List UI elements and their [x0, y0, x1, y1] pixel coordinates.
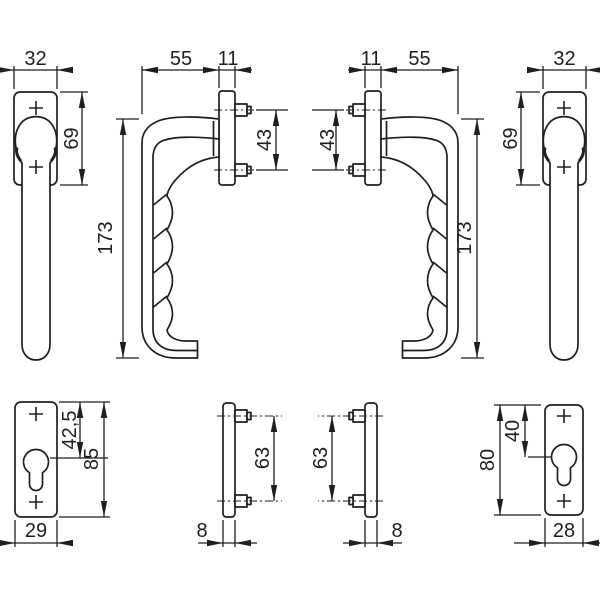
dimension-grip-depth-and-thickness: 55 11	[141, 48, 252, 114]
dim-label-plate-thickness-left: 11	[218, 48, 239, 70]
dim-label-esc-screw-spacing-right: 63	[310, 447, 332, 469]
dim-label-cylinder-offset-left: 42,5	[59, 411, 81, 450]
figure-handle-front-right: 32 69 173	[454, 48, 600, 361]
dimension-cylinder-offset: 40	[494, 404, 551, 458]
dim-label-handle-length-left: 173	[95, 221, 117, 254]
dimension-screw-spacing: 43	[254, 109, 288, 171]
dim-label-esc-width-left: 29	[25, 520, 47, 542]
dim-label-esc-screw-spacing-left: 63	[252, 447, 274, 469]
mirrored-handle-side	[341, 90, 459, 359]
figure-handle-side-right: 11 55 43	[312, 48, 459, 359]
dimension-plate-width: 32	[0, 48, 73, 89]
euro-cylinder-keyhole	[22, 448, 50, 492]
dimension-thickness-and-grip-depth: 11 55	[348, 48, 459, 114]
figure-escutcheon-side-left: 63 8	[196, 402, 283, 547]
dim-label-esc-height-left: 85	[81, 448, 103, 470]
dimension-screw-spacing: 63	[252, 416, 278, 501]
dim-label-plate-width-left: 32	[24, 48, 46, 70]
dimension-plate-height: 80	[477, 405, 541, 516]
dimension-plate-width: 29	[0, 520, 73, 547]
dim-label-plate-thickness-right: 11	[361, 48, 382, 70]
dim-label-cylinder-offset-right: 40	[502, 420, 524, 442]
dim-label-screw-spacing-left: 43	[254, 129, 276, 151]
mirrored-handle-front	[542, 91, 587, 361]
dim-label-plate-height-left: 69	[61, 127, 83, 149]
dim-label-esc-thickness-right: 8	[391, 520, 402, 542]
dimension-screw-spacing: 63	[310, 416, 336, 501]
figure-escutcheon-front-left: 42,5 85 29	[0, 401, 110, 547]
dim-label-esc-thickness-left: 8	[196, 520, 207, 542]
dim-label-grip-depth-left: 55	[170, 48, 192, 70]
dimension-plate-height: 85	[59, 402, 110, 518]
dimension-handle-length: 173	[454, 118, 484, 359]
dimension-plate-thickness: 8	[196, 520, 257, 547]
dim-label-grip-depth-right: 55	[408, 48, 430, 70]
dimension-plate-width: 32	[527, 48, 600, 89]
screw-hole-cross	[29, 407, 43, 509]
dimension-screw-spacing: 43	[312, 109, 344, 171]
dimension-plate-width: 28	[514, 518, 600, 547]
figure-handle-front-left: 32 69 173	[0, 48, 139, 361]
figure-escutcheon-front-right: 40 80 28	[477, 404, 600, 547]
euro-cylinder-keyhole	[550, 443, 578, 487]
dimension-plate-height: 69	[500, 91, 540, 186]
dim-label-handle-length-right: 173	[454, 221, 476, 254]
dimension-cylinder-offset: 42,5	[50, 401, 110, 459]
dim-label-esc-height-right: 80	[477, 449, 499, 471]
dimension-plate-height: 69	[60, 91, 88, 186]
dimension-handle-length: 173	[95, 118, 139, 359]
dimension-plate-thickness: 8	[343, 520, 403, 547]
figure-handle-side-left: 55 11 43	[141, 48, 288, 359]
dim-label-esc-width-right: 28	[553, 520, 575, 542]
dim-label-plate-height-right: 69	[500, 127, 522, 149]
screw-hole-cross	[557, 409, 571, 508]
figure-escutcheon-side-right: 63 8	[310, 402, 403, 547]
dim-label-plate-width-right: 32	[553, 48, 575, 70]
dim-label-screw-spacing-right: 43	[317, 129, 339, 151]
